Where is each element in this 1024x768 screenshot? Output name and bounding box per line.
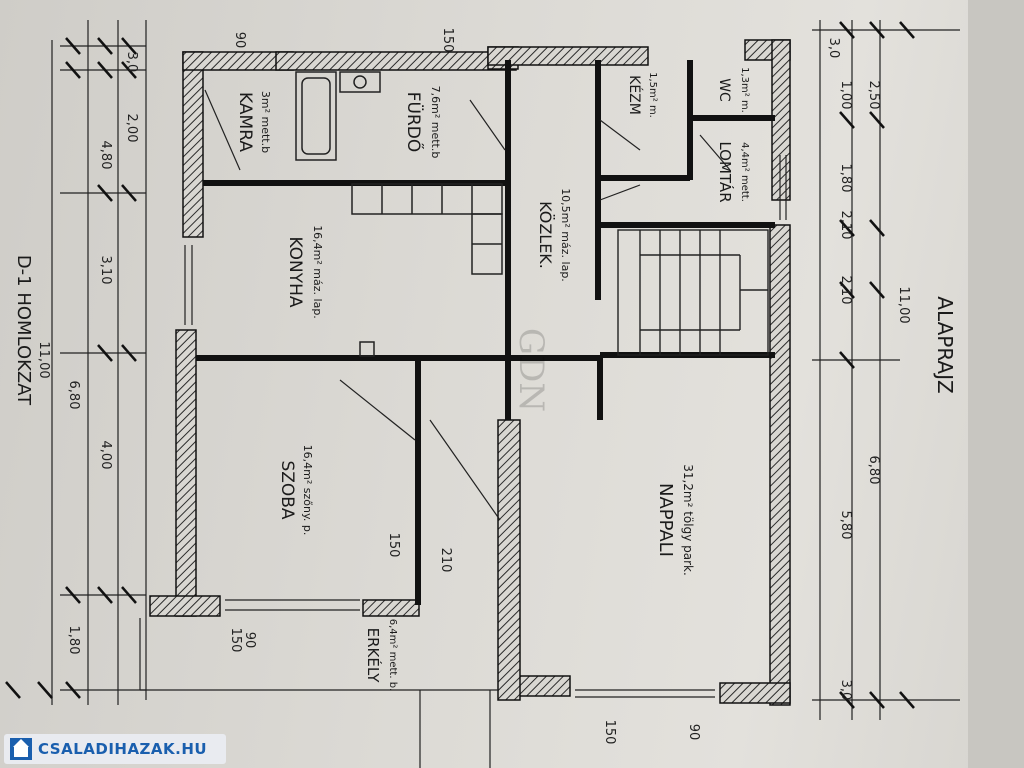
- opening-7: 150: [386, 533, 401, 558]
- dim-bottom-total: 11,00: [896, 286, 911, 323]
- svg-text:KONYHA: KONYHA: [285, 236, 305, 307]
- room-label-szoba: SZOBA 16,4m² szőny. p.: [277, 445, 314, 536]
- room-label-furdo: FÜRDŐ 7,6m² mett.b: [403, 86, 442, 159]
- door-swings: [204, 89, 731, 521]
- svg-text:WC: WC: [716, 78, 732, 102]
- svg-text:1,5m² m.: 1,5m² m.: [647, 72, 658, 118]
- opening-5: 90: [686, 724, 701, 741]
- opening-4: 150: [602, 720, 617, 745]
- staircase: [617, 229, 769, 356]
- opening-2: 90: [242, 632, 257, 649]
- room-label-kozlek: KÖZLEK. 10,5m² máz. lap.: [536, 188, 572, 282]
- dim-bottom-5: 1,00: [838, 81, 853, 110]
- dim-top-0: 6,80: [66, 381, 81, 410]
- dim-right-1: 3,0: [838, 680, 853, 701]
- svg-text:10,5m² máz. lap.: 10,5m² máz. lap.: [559, 188, 572, 282]
- dim-top-3: 4,80: [98, 141, 113, 170]
- watermark-text: GDN: [511, 328, 551, 412]
- dim-bottom-6: 2,50: [866, 81, 881, 110]
- house-icon: [10, 738, 32, 760]
- elevation-title: D-1 HOMLOKZAT: [13, 255, 34, 406]
- opening-3: 150: [228, 628, 243, 653]
- room-label-kezo: KÉZM 1,5m² m.: [626, 72, 658, 118]
- windows: [184, 155, 787, 698]
- bottom-dimension-texts: 5,80 6,80 2,10 2,10 1,80 1,00 2,50 11,00…: [826, 38, 911, 701]
- site-name: CSALADIHAZAK.HU: [38, 740, 208, 758]
- dim-top-2: 3,10: [98, 256, 113, 285]
- svg-text:1,3m² m.: 1,3m² m.: [739, 67, 750, 113]
- opening-0: 90: [232, 32, 247, 49]
- dim-top-6: 1,80: [66, 626, 81, 655]
- dim-right-0: 3,0: [826, 38, 841, 59]
- dim-bottom-3: 2,10: [838, 211, 853, 240]
- dim-top-4: 2,00: [124, 114, 139, 143]
- interior-walls: [196, 60, 775, 605]
- dim-bottom-4: 1,80: [838, 164, 853, 193]
- site-watermark-badge: CSALADIHAZAK.HU: [4, 734, 226, 764]
- dim-bottom-0: 5,80: [838, 511, 853, 540]
- svg-text:4,4m² mett.: 4,4m² mett.: [739, 142, 750, 202]
- plan-title: ALAPRAJZ: [933, 296, 957, 393]
- room-label-wc: WC 1,3m² m.: [716, 67, 750, 113]
- svg-text:NAPPALI: NAPPALI: [655, 483, 676, 557]
- room-label-konyha: KONYHA 16,4m² máz. lap.: [285, 225, 324, 319]
- room-label-lomtar: LOMTÁR 4,4m² mett.: [716, 141, 750, 202]
- opening-1: 150: [440, 28, 455, 53]
- svg-text:ERKÉLY: ERKÉLY: [364, 628, 383, 684]
- room-label-nappali: NAPPALI 31,2m² tölgy park.: [655, 464, 695, 576]
- top-dimension-ticks: [5, 37, 137, 699]
- svg-text:16,4m² máz. lap.: 16,4m² máz. lap.: [311, 225, 324, 319]
- svg-text:3m² mett.b: 3m² mett.b: [259, 91, 272, 153]
- dim-top-total: 11,00: [36, 341, 51, 378]
- room-label-kamra: KAMRA 3m² mett.b: [235, 91, 272, 153]
- svg-text:31,2m² tölgy park.: 31,2m² tölgy park.: [681, 464, 695, 576]
- bottom-dimension-lines: [812, 20, 960, 720]
- svg-text:KÉZM: KÉZM: [626, 75, 643, 115]
- dim-top-5: 3,0: [124, 52, 139, 73]
- svg-text:SZOBA: SZOBA: [277, 460, 297, 519]
- balcony-outline: [139, 618, 498, 768]
- room-label-erkely: ERKÉLY 6,4m² mett. b.: [364, 619, 398, 691]
- svg-text:16,4m² szőny. p.: 16,4m² szőny. p.: [301, 445, 314, 536]
- svg-text:7,6m² mett.b: 7,6m² mett.b: [429, 86, 442, 159]
- svg-text:KÖZLEK.: KÖZLEK.: [536, 201, 555, 269]
- kitchen-counter: [351, 183, 503, 357]
- opening-notes: 90 150 90 150 150 90 210 150: [228, 28, 701, 745]
- opening-6: 210: [438, 548, 453, 573]
- dim-bottom-2: 2,10: [838, 276, 853, 305]
- svg-text:6,4m² mett. b.: 6,4m² mett. b.: [387, 619, 398, 691]
- dim-top-1: 4,00: [98, 441, 113, 470]
- bathroom-fixtures: [295, 71, 381, 161]
- page-edge: [968, 0, 1024, 768]
- dim-bottom-1: 6,80: [866, 456, 881, 485]
- top-dimension-texts: 6,80 4,00 3,10 4,80 2,00 3,0 11,00 1,80: [36, 52, 139, 655]
- svg-text:FÜRDŐ: FÜRDŐ: [403, 92, 425, 153]
- svg-text:LOMTÁR: LOMTÁR: [716, 141, 735, 202]
- svg-text:KAMRA: KAMRA: [235, 92, 255, 152]
- bottom-dimension-ticks: [839, 21, 915, 709]
